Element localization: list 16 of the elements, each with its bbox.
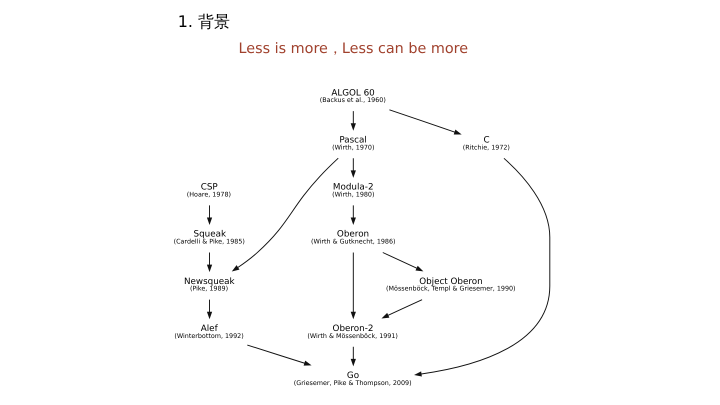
arrow — [350, 110, 356, 131]
arrow — [414, 158, 550, 377]
arrow — [206, 252, 212, 272]
arrow — [206, 204, 212, 226]
arrow — [350, 158, 356, 178]
arrow — [350, 204, 356, 226]
arrow — [206, 299, 212, 320]
arrow — [382, 252, 423, 272]
label: Less is more，Less can be more — [238, 41, 468, 58]
diagram-title: 1. 背景 — [177, 12, 230, 32]
arrow — [380, 299, 422, 318]
arrow — [246, 344, 312, 366]
arrow — [350, 346, 356, 366]
arrow — [231, 158, 338, 272]
arrow — [350, 252, 356, 320]
arrow — [388, 109, 462, 135]
